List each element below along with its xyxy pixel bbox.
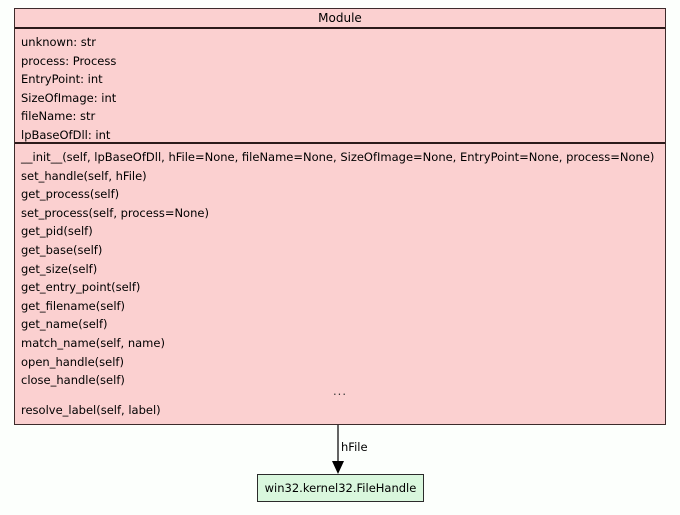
uml-method-row: get_base(self)	[21, 242, 103, 257]
uml-method-row: resolve_label(self, label)	[21, 403, 161, 417]
uml-method-row: set_process(self, process=None)	[21, 205, 209, 220]
association-label-hfile: hFile	[341, 440, 368, 454]
uml-method-row: close_handle(self)	[21, 373, 125, 388]
uml-method-row: match_name(self, name)	[21, 335, 165, 350]
uml-method-row: __init__(self, lpBaseOfDll, hFile=None, …	[21, 150, 655, 164]
uml-class-title-filehandle: win32.kernel32.FileHandle	[264, 481, 417, 495]
uml-methods-compartment: __init__(self, lpBaseOfDll, hFile=None, …	[15, 144, 665, 424]
uml-method-row: get_size(self)	[21, 261, 98, 276]
uml-attribute-row: EntryPoint: int	[21, 72, 103, 87]
uml-method-row: set_handle(self, hFile)	[21, 168, 147, 183]
uml-attribute-row: SizeOfImage: int	[21, 90, 117, 105]
arrowhead-icon	[332, 461, 344, 474]
uml-method-row: get_process(self)	[21, 187, 120, 202]
uml-method-row: get_pid(self)	[21, 224, 93, 239]
uml-attribute-row: process: Process	[21, 53, 117, 68]
uml-method-row: get_name(self)	[21, 317, 108, 332]
uml-attribute-row: fileName: str	[21, 109, 96, 124]
uml-attribute-row: unknown: str	[21, 35, 97, 49]
uml-methods-truncation-marker: ...	[333, 384, 347, 398]
uml-class-title-module: Module	[15, 9, 665, 29]
uml-class-node-filehandle[interactable]: win32.kernel32.FileHandle	[257, 474, 424, 502]
uml-attribute-row: lpBaseOfDll: int	[21, 127, 111, 142]
uml-class-node-module[interactable]: Module unknown: str process: Process Ent…	[14, 8, 666, 425]
uml-method-row: get_entry_point(self)	[21, 280, 141, 295]
uml-method-row: open_handle(self)	[21, 354, 124, 369]
uml-method-row: get_filename(self)	[21, 298, 126, 313]
uml-attributes-compartment: unknown: str process: Process EntryPoint…	[15, 29, 665, 144]
